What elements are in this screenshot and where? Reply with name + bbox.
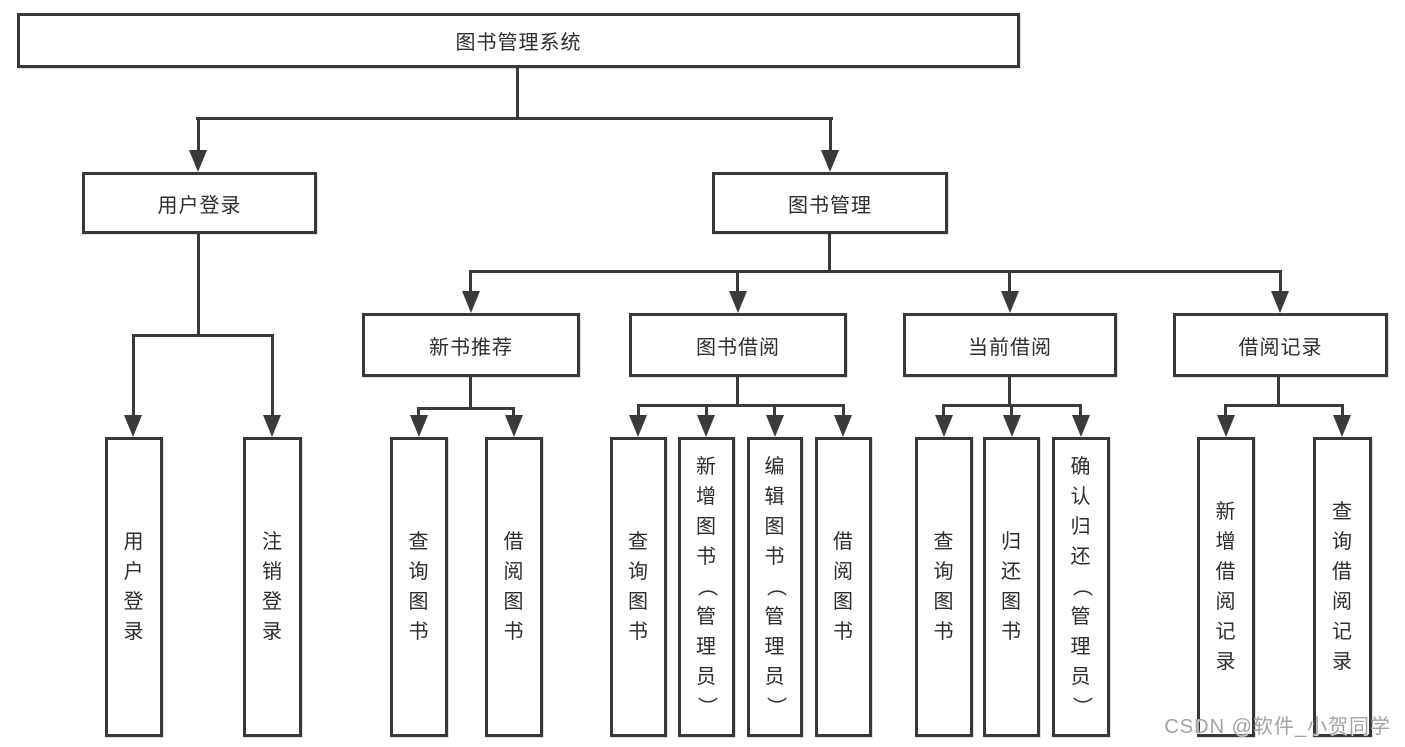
node-library-system: 图书管理系统 [17,13,1020,68]
node-current-borrow-label: 当前借阅 [968,336,1052,359]
node-new-book-recommend-label: 新书推荐 [429,336,513,359]
node-new-book-recommend: 新书推荐 [362,313,580,377]
arrow-down-icon [1003,415,1021,437]
arrow-down-icon [462,291,480,313]
arrow-down-icon [821,150,839,172]
arrow-down-icon [935,415,953,437]
leaf-current-confirm-admin-label: 确认归还（管理员） [1070,456,1092,718]
leaf-logout-label: 注销登录 [262,531,283,643]
arrow-down-icon [1001,291,1019,313]
arrow-down-icon [505,415,523,437]
node-user-login: 用户登录 [82,172,317,234]
leaf-user-login: 用户登录 [105,437,163,737]
leaf-current-confirm-admin: 确认归还（管理员） [1052,437,1110,737]
node-library-system-label: 图书管理系统 [455,32,582,54]
leaf-borrow-query: 查询图书 [610,437,667,737]
leaf-newbook-borrow-label: 借阅图书 [503,531,525,643]
arrow-down-icon [1333,415,1351,437]
leaf-newbook-query-label: 查询图书 [408,531,430,643]
arrow-down-icon [834,415,852,437]
arrow-down-icon [1217,415,1235,437]
leaf-current-return: 归还图书 [983,437,1040,737]
csdn-watermark: CSDN @软件_小贺同学 [1164,716,1391,738]
arrow-down-icon [766,415,784,437]
node-book-borrow-label: 图书借阅 [696,336,780,359]
leaf-borrow-edit-admin-label: 编辑图书（管理员） [764,456,786,718]
node-user-login-label: 用户登录 [157,194,242,217]
leaf-records-query: 查询借阅记录 [1313,437,1372,737]
leaf-borrow-edit-admin: 编辑图书（管理员） [747,437,803,737]
leaf-current-query: 查询图书 [915,437,973,737]
leaf-logout: 注销登录 [243,437,302,737]
node-book-management: 图书管理 [712,172,948,234]
leaf-current-query-label: 查询图书 [933,531,955,643]
node-book-management-label: 图书管理 [788,194,872,217]
leaf-borrow-borrow-label: 借阅图书 [833,531,854,643]
leaf-borrow-add-admin-label: 新增图书（管理员） [695,456,718,718]
leaf-records-query-label: 查询借阅记录 [1332,501,1353,673]
arrow-down-icon [697,415,715,437]
node-book-borrow: 图书借阅 [629,313,847,377]
arrow-down-icon [263,415,281,437]
leaf-records-add: 新增借阅记录 [1197,437,1255,737]
leaf-borrow-borrow: 借阅图书 [815,437,872,737]
leaf-records-add-label: 新增借阅记录 [1215,501,1237,673]
arrow-down-icon [124,415,142,437]
arrow-down-icon [410,415,428,437]
leaf-newbook-borrow: 借阅图书 [485,437,543,737]
arrow-down-icon [629,415,647,437]
node-borrow-records: 借阅记录 [1173,313,1388,377]
arrow-down-icon [1271,291,1289,313]
leaf-user-login-label: 用户登录 [123,531,145,643]
node-borrow-records-label: 借阅记录 [1238,336,1323,359]
leaf-borrow-query-label: 查询图书 [628,531,649,643]
leaf-borrow-add-admin: 新增图书（管理员） [678,437,735,737]
leaf-current-return-label: 归还图书 [1001,531,1022,643]
arrow-down-icon [729,291,747,313]
arrow-down-icon [189,150,207,172]
node-current-borrow: 当前借阅 [903,313,1117,377]
leaf-newbook-query: 查询图书 [390,437,448,737]
arrow-down-icon [1072,415,1090,437]
